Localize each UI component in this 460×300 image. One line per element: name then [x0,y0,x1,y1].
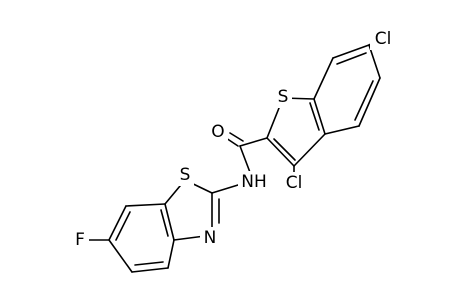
bond-c3-c3a [293,133,326,167]
bond-c3a-n [173,235,206,241]
bond-c2-c3-inner [273,138,296,161]
atom-cl-thiophene: Cl [286,173,303,193]
bond-c5-c4-inner [134,261,164,266]
bond-co-double-b [229,132,244,142]
bond-c7a-c7 [125,203,166,207]
bond-c4-c3a [324,125,360,135]
bond-c7-c6 [332,44,370,59]
atom-o-carbonyl: O [211,122,224,142]
atom-labels: S Cl Cl O NH S N F [71,28,398,251]
bond-c6-c5 [368,44,381,79]
bond-c3a-c7a-inner [160,209,169,237]
bond-c6-c5 [108,239,133,273]
bond-c7a-c3a [164,203,175,241]
atom-n-thiazole: N [204,228,217,248]
bonds [86,39,381,273]
bond-c5-c4 [131,267,169,273]
bond-c3a-c7a-inner [309,102,320,131]
atom-f-benzo: F [75,230,85,250]
atom-s-thiophene: S [278,87,289,107]
atom-nh-amide: NH [241,172,267,192]
bond-c2-carbonyl [239,137,268,147]
bond-c4-c3a [167,239,175,269]
bond-c7-c6 [108,205,127,241]
atom-s-thiazole: S [180,165,191,185]
bond-c5-c4-inner [354,80,374,121]
bond-c5-c4 [358,77,381,127]
bond-c7-c6-inner [336,52,367,65]
bond-c7a-c7 [313,57,334,100]
atom-cl-benzo: Cl [375,29,392,49]
bond-c7-c6-inner [115,211,131,241]
bond-carbonyl-n [239,145,252,176]
bond-c3a-c7a [313,98,326,135]
bond-c2-c3 [266,137,295,167]
